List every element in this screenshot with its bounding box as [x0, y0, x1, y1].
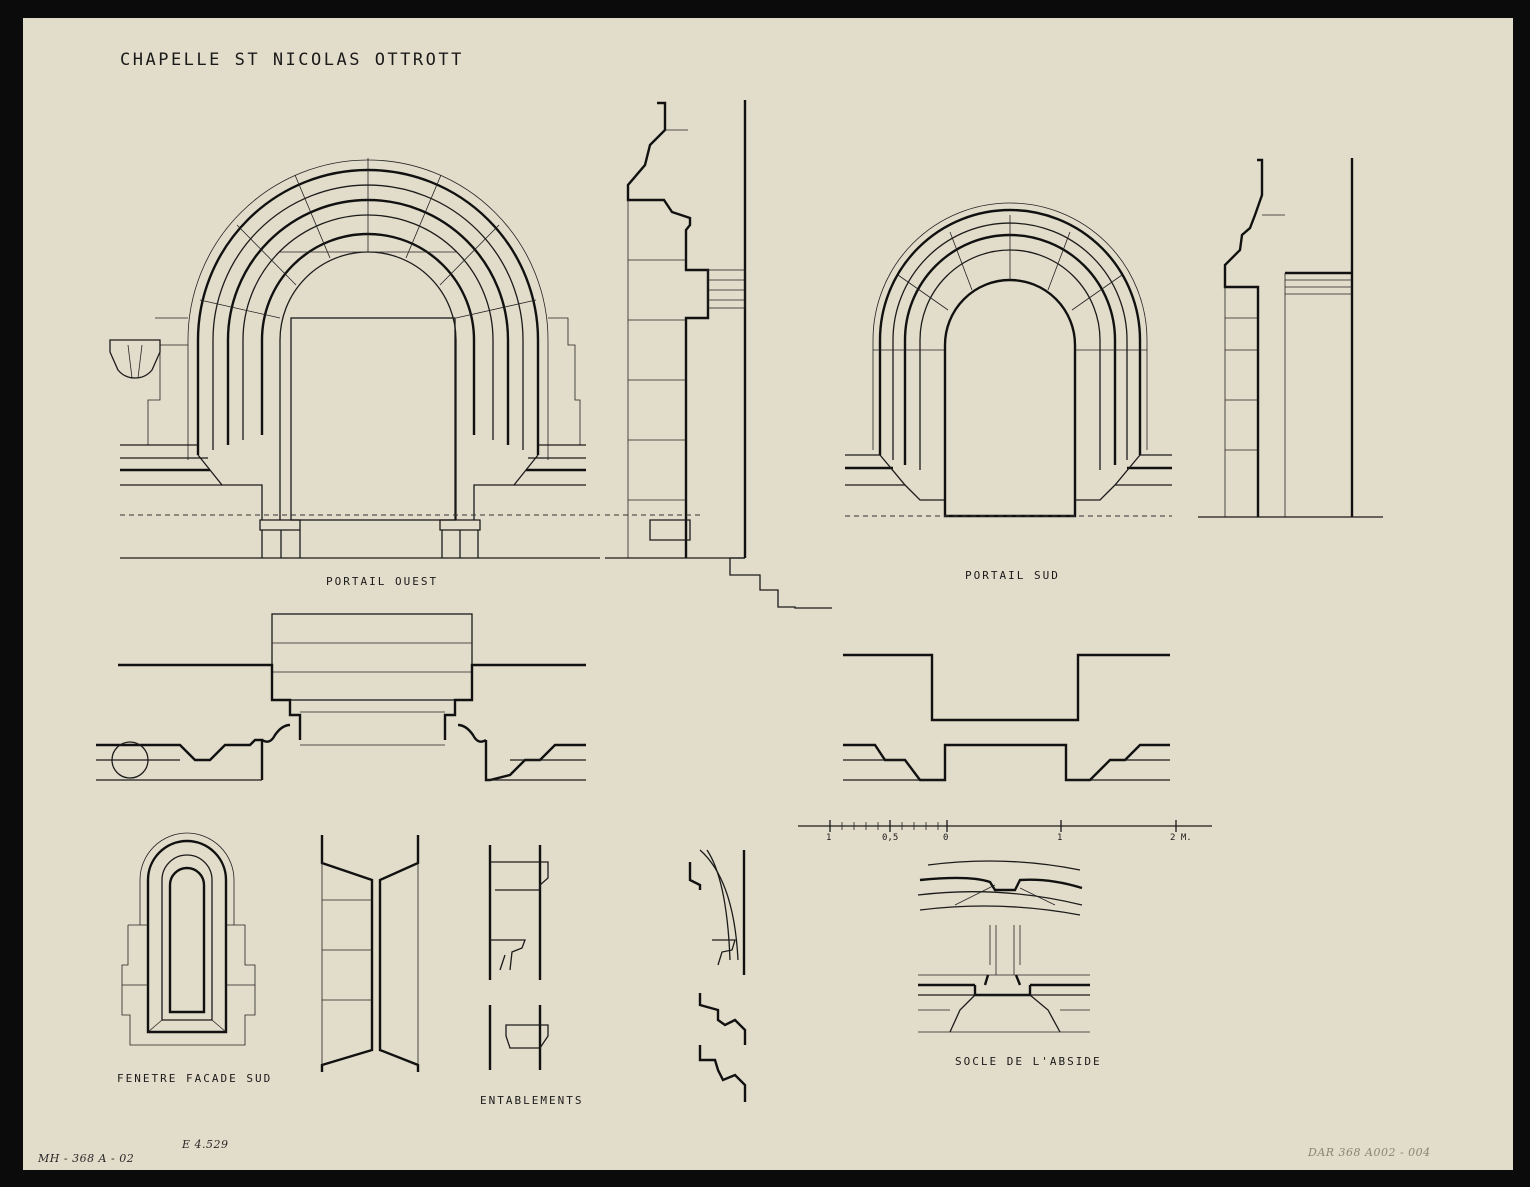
socle-abside: [917, 860, 1090, 1033]
caption-entablements: ENTABLEMENTS: [480, 1094, 584, 1107]
entablements: [320, 835, 747, 1102]
plan-portail-sud: [843, 653, 1170, 782]
scale-label-half: 0,5: [882, 833, 899, 843]
caption-fenetre-facade-sud: FENETRE FACADE SUD: [117, 1072, 273, 1085]
scale-label-1m: 1: [1057, 833, 1063, 843]
fenetre-facade-sud: [121, 832, 256, 1046]
reference-dar: DAR 368 A002 - 004: [1308, 1146, 1431, 1159]
scale-label-2m: 2 M.: [1170, 833, 1192, 843]
reference-mh: MH - 368 A - 02: [38, 1152, 135, 1165]
scale-bar: [798, 820, 1212, 832]
drawing-sheet: [23, 18, 1513, 1170]
scale-label-zero: 0: [943, 833, 949, 843]
portail-sud-section: [1198, 158, 1383, 518]
sheet-title: CHAPELLE ST NICOLAS OTTROTT: [120, 50, 464, 70]
plan-portail-ouest: [96, 613, 586, 782]
caption-socle-abside: SOCLE DE L'ABSIDE: [955, 1055, 1102, 1068]
caption-portail-sud: PORTAIL SUD: [965, 569, 1060, 582]
portail-sud-elevation: [845, 202, 1172, 518]
reference-e: E 4.529: [182, 1138, 229, 1151]
caption-portail-ouest: PORTAIL OUEST: [326, 575, 439, 588]
portail-ouest-section: [605, 100, 832, 609]
portail-ouest-elevation: [109, 158, 600, 559]
scale-label-1m-left: 1: [826, 833, 832, 843]
